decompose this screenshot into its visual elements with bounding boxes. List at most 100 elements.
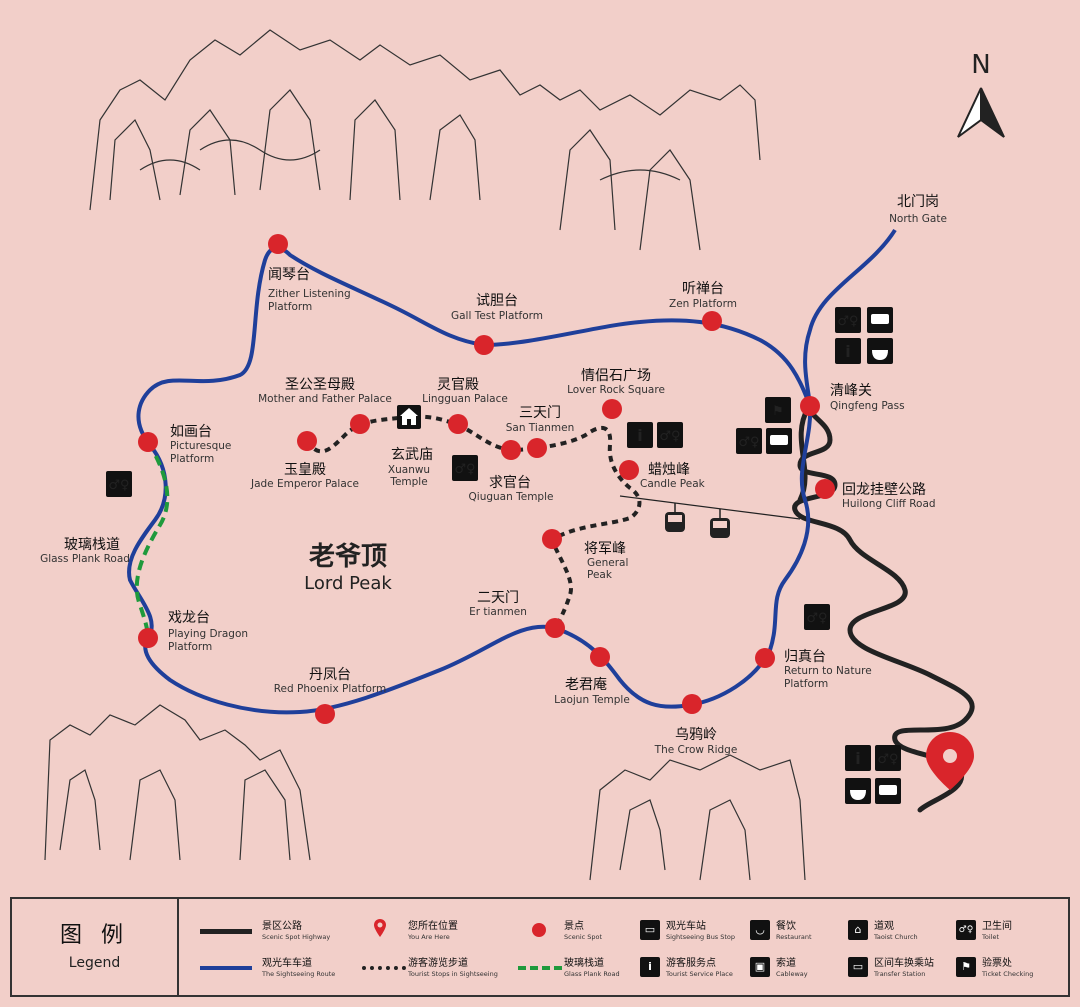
svg-text:♂♀: ♂♀ [108, 478, 129, 493]
label-en: Peak [587, 569, 613, 581]
label-en: Qingfeng Pass [830, 400, 905, 412]
label-zh: 玻璃栈道 [64, 536, 120, 553]
mountain-sketch-bottom-left [44, 704, 311, 861]
label-zh: 如画台 [170, 424, 212, 440]
mountain-sketch-top [89, 29, 761, 251]
mountain-sketch-bottom-right [589, 754, 806, 881]
spot-marker[interactable] [315, 704, 335, 724]
spot-marker[interactable] [545, 618, 565, 638]
label-en: Gall Test Platform [451, 310, 543, 322]
toilet-icon: ♂♀ [452, 455, 478, 481]
label-zh: 圣公圣母殿 [285, 377, 355, 393]
ticket-checking-icon: ⚑ [765, 397, 791, 423]
transfer-station-icon [766, 428, 792, 454]
label-en: Huilong Cliff Road [842, 498, 936, 510]
toilet-icon: ♂♀ [736, 428, 762, 454]
spot-marker[interactable] [138, 432, 158, 452]
spot-marker[interactable] [800, 396, 820, 416]
spot-marker[interactable] [815, 479, 835, 499]
label-en: Temple [389, 476, 427, 488]
label-en: Picturesque [170, 440, 231, 452]
spot-labels: 闻琴台 Zither Listening Platform 试胆台 Gall T… [40, 194, 947, 756]
spot-marker[interactable] [138, 628, 158, 648]
label-zh: 闻琴台 [268, 267, 310, 283]
transfer-station-icon: ▭ [848, 957, 868, 977]
facility-icons: ♂♀ ♂♀ i ♂♀ ♂♀ i ⚑ ♂♀ ♂♀ i ♂♀ [106, 307, 901, 804]
you-are-here-pin-icon [926, 732, 974, 790]
legend-route-swatch [200, 966, 252, 970]
label-en: Lover Rock Square [567, 384, 665, 396]
label-zh: 北门岗 [897, 194, 939, 210]
restaurant-icon: ◡ [750, 920, 770, 940]
spot-marker[interactable] [755, 648, 775, 668]
spot-marker[interactable] [682, 694, 702, 714]
tourist-service-icon: i [845, 745, 871, 771]
label-en: San Tianmen [506, 422, 575, 434]
label-en: Glass Plank Road [40, 553, 130, 565]
svg-text:♂♀: ♂♀ [837, 314, 858, 329]
label-zh: 回龙挂壁公路 [842, 482, 926, 498]
label-zh: 玄武庙 [391, 446, 433, 463]
toilet-icon: ♂♀ [835, 307, 861, 333]
label-zh: 试胆台 [476, 293, 518, 309]
svg-text:i: i [855, 749, 860, 768]
svg-text:i: i [845, 342, 850, 361]
spot-marker[interactable] [474, 335, 494, 355]
svg-text:♂♀: ♂♀ [659, 429, 680, 444]
tourist-service-icon: i [627, 422, 653, 448]
spot-markers [138, 234, 835, 724]
cable-car-icon [665, 503, 685, 532]
legend-glass-swatch [518, 966, 562, 970]
label-zh: 将军峰 [584, 541, 626, 557]
toilet-icon: ♂♀ [106, 471, 132, 497]
svg-text:♂♀: ♂♀ [738, 435, 759, 450]
restaurant-icon [845, 778, 871, 804]
label-en: Playing Dragon [168, 628, 248, 640]
spot-marker[interactable] [542, 529, 562, 549]
bus-stop-icon [875, 778, 901, 804]
cableway-icon: ▣ [750, 957, 770, 977]
label-en: Lingguan Palace [422, 393, 508, 405]
label-en: Mother and Father Palace [258, 393, 392, 405]
svg-text:♂♀: ♂♀ [454, 462, 475, 477]
spot-marker[interactable] [350, 414, 370, 434]
spot-marker[interactable] [268, 234, 288, 254]
label-en: General [587, 557, 628, 569]
spot-marker[interactable] [448, 414, 468, 434]
label-zh: 乌鸦岭 [675, 726, 717, 743]
label-zh: 二天门 [477, 590, 519, 606]
label-zh: 归真台 [784, 648, 826, 665]
spot-marker[interactable] [702, 311, 722, 331]
label-zh: 求官台 [489, 475, 531, 491]
svg-text:i: i [637, 426, 642, 445]
legend-title: 图 例 Legend [12, 899, 179, 995]
north-arrow-icon: N [957, 50, 1005, 138]
tourist-service-icon: i [640, 957, 660, 977]
label-zh: 老君庵 [565, 676, 607, 693]
cableway [619, 495, 801, 538]
label-en: Return to Nature [784, 665, 872, 677]
svg-text:♂♀: ♂♀ [877, 752, 898, 767]
legend-highway-swatch [200, 929, 252, 934]
spot-marker[interactable] [602, 399, 622, 419]
svg-text:♂♀: ♂♀ [806, 611, 827, 626]
spot-marker[interactable] [527, 438, 547, 458]
label-en: Platform [168, 641, 212, 653]
label-en: Er tianmen [469, 606, 527, 618]
spot-marker[interactable] [501, 440, 521, 460]
spot-marker[interactable] [619, 460, 639, 480]
tourist-walkway [305, 414, 642, 630]
label-zh: 清峰关 [830, 383, 872, 399]
spot-marker[interactable] [297, 431, 317, 451]
label-en: Jade Emperor Palace [250, 478, 359, 490]
label-en: Zen Platform [669, 298, 737, 310]
spot-marker[interactable] [590, 647, 610, 667]
